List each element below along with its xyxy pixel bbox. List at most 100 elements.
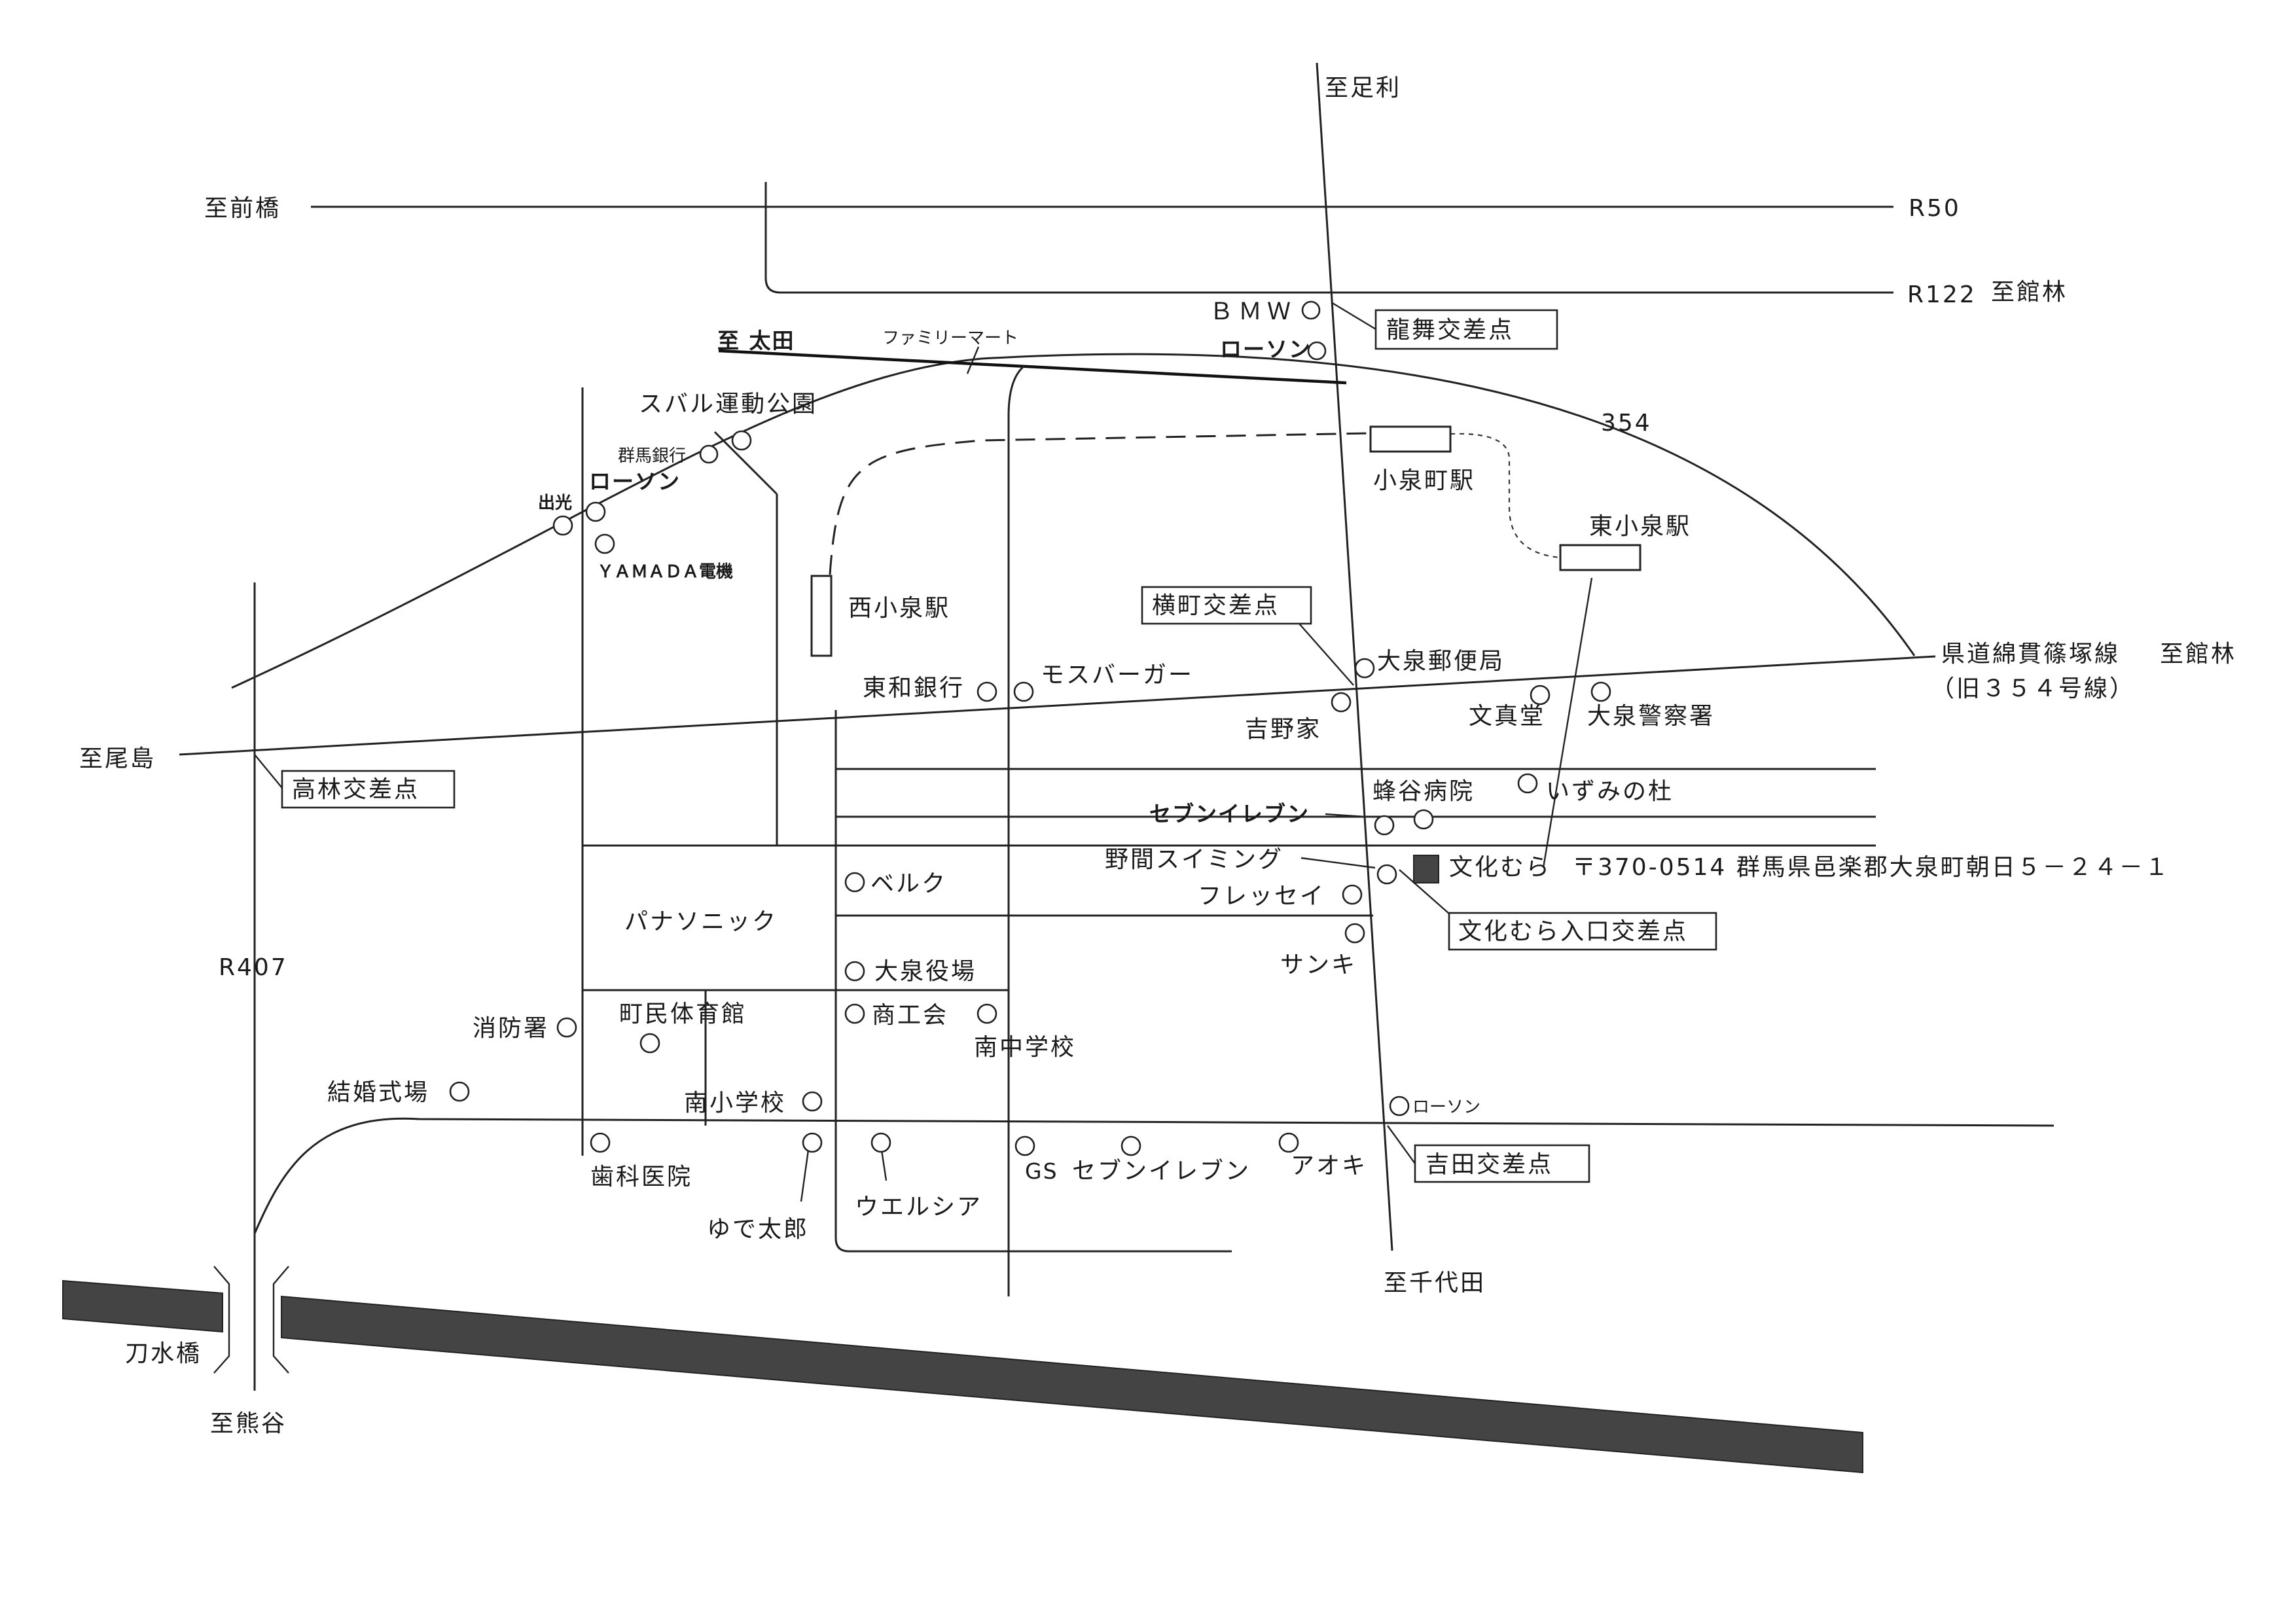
destination: 文化むら 〒370-0514 群馬県邑楽郡大泉町朝日５－２４－１ [1449,854,2170,881]
label-to-tatebayashi-top: 至館林 [1991,279,2068,306]
poi-towa-bank [977,681,997,702]
station-box-nishi-koizumi [810,575,833,657]
label-subaru-park: スバル運動公園 [639,391,817,418]
label-oizumi-police: 大泉警察署 [1587,703,1715,730]
station-label-nishi-koizumi: 西小泉駅 [848,595,950,622]
leader-seven-eleven-mid [1325,813,1365,818]
label-welcia: ウエルシア [855,1194,982,1221]
label-lawson-left: ローソン [589,469,681,494]
label-to-kumagaya: 至熊谷 [210,1410,287,1437]
label-yamada: ＹＡＭＡＤＡ電機 [597,562,733,582]
poi-oizumi-police [1590,681,1611,702]
stations: 小泉町駅 東小泉駅 西小泉駅 [810,425,1691,657]
label-idemitsu: 出光 [538,493,572,513]
road-east-diag [1542,577,1593,868]
poi-lawson-left [585,501,606,522]
poi-fressay [1342,884,1363,905]
poi-subaru-park [731,430,752,451]
poi-idemitsu [552,515,573,536]
poi-fire-station [556,1017,577,1038]
railway [829,432,1561,575]
label-noma-swimming: 野間スイミング [1105,846,1283,873]
intersection-takabayashi: 高林交差点 [292,776,420,803]
destination-name: 文化むら [1449,854,1551,881]
poi-chamber-commerce [844,1003,865,1024]
poi-yamada [594,533,615,554]
poi-mos-burger [1013,681,1034,702]
poi-hachiya-hospital [1413,809,1434,830]
intersection-bunkamura-entrance: 文化むら入口交差点 [1458,918,1688,945]
intersection-box-yoshida [1414,1144,1590,1183]
road-to-ota [718,349,1347,385]
poi-seven-eleven-mid [1374,815,1395,836]
station-label-higashi-koizumi: 東小泉駅 [1589,513,1691,540]
poi-izumi-no-mori [1517,773,1538,794]
label-to-maebashi: 至前橋 [204,195,281,222]
leader-lines [254,301,1450,1202]
poi-noma-swimming [1376,864,1397,885]
intersection-labels: 龍舞交差点 横町交差点 高林交差点 文化むら入口交差点 吉田交差点 [281,309,1717,1183]
poi-belc [844,872,865,893]
label-towa-bank: 東和銀行 [863,675,965,702]
road-subaru-diag [713,431,778,495]
poi-yudetaro [802,1132,823,1153]
label-oizumi-post: 大泉郵便局 [1377,648,1505,675]
road-r122 [764,182,1893,294]
direction-labels: 至足利 至前橋 R50 R122 至館林 至 太田 354 県道綿貫篠塚線 至館… [79,75,2236,1437]
intersection-yoshida: 吉田交差点 [1426,1151,1553,1178]
leader-noma-swimming [1300,857,1376,869]
poi-bmw [1301,300,1321,320]
intersection-box-yokomachi [1141,586,1312,625]
label-to-oshima: 至尾島 [79,745,156,772]
poi-minami-elementary [802,1091,823,1112]
intersection-box-bunkamura-entrance [1448,912,1717,951]
bridge-west-bracket [213,1266,230,1374]
label-fire-station: 消防署 [473,1015,549,1042]
station-box-higashi-koizumi [1559,544,1641,571]
poi-yoshinoya [1331,692,1352,713]
poi-town-gym [639,1033,660,1054]
poi-lawson-bottom [1389,1096,1410,1116]
poi-oizumi-town-hall [844,961,865,982]
label-dental-clinic: 歯科医院 [590,1164,692,1190]
label-panasonic: パナソニック [624,908,778,935]
label-bunshindo: 文真堂 [1469,703,1545,730]
poi-dental-clinic [590,1132,611,1153]
railway-branch-line [1450,433,1561,559]
label-minami-junior-high: 南中学校 [974,1034,1076,1061]
intersection-ryubu: 龍舞交差点 [1386,317,1514,344]
poi-minami-junior-high [977,1003,997,1024]
poi-seven-eleven-bottom [1121,1135,1141,1156]
station-box-koizumimachi [1369,425,1452,453]
label-tosui-bridge: 刀水橋 [125,1340,202,1367]
label-seven-eleven-bottom: セブンイレブン [1072,1158,1251,1185]
label-to-ota: 至 太田 [717,328,795,353]
label-prefectural-road: 県道綿貫篠塚線 [1941,641,2120,668]
leader-familymart [966,346,980,374]
bridge-east-bracket [272,1266,289,1374]
road-r407-south-curve [253,1117,2054,1234]
destination-address: 〒370-0514 群馬県邑楽郡大泉町朝日５－２４－１ [1572,854,2170,881]
label-mos-burger: モスバーガー [1041,662,1194,688]
road-354-arc [231,353,1916,689]
label-to-tatebayashi-right: 至館林 [2160,641,2236,668]
label-route-354: 354 [1601,410,1652,437]
label-to-ashikaga: 至足利 [1325,75,1401,101]
poi-lawson-top [1307,341,1327,361]
label-to-chiyoda: 至千代田 [1384,1270,1486,1296]
label-r50: R50 [1909,195,1961,222]
road-prefectural [179,655,1936,756]
label-town-gym: 町民体育館 [619,1001,747,1027]
label-r407: R407 [219,954,288,981]
label-hachiya-hospital: 蜂谷病院 [1372,778,1475,805]
label-sanki: サンキ [1280,952,1357,978]
label-lawson-top: ローソン [1220,336,1312,362]
label-seven-eleven-mid: セブンイレブン [1149,801,1310,827]
label-bmw: ＢＭＷ [1210,298,1296,325]
label-old-354: （旧３５４号線） [1931,675,2135,702]
label-gs: GS [1025,1158,1058,1184]
landmark-labels: ＢＭＷ ローソン ファミリーマート スバル運動公園 群馬銀行 ローソン 出光 Ｙ… [327,298,1715,1243]
leader-takabayashi [254,754,283,789]
railway-main-line [829,432,1371,575]
